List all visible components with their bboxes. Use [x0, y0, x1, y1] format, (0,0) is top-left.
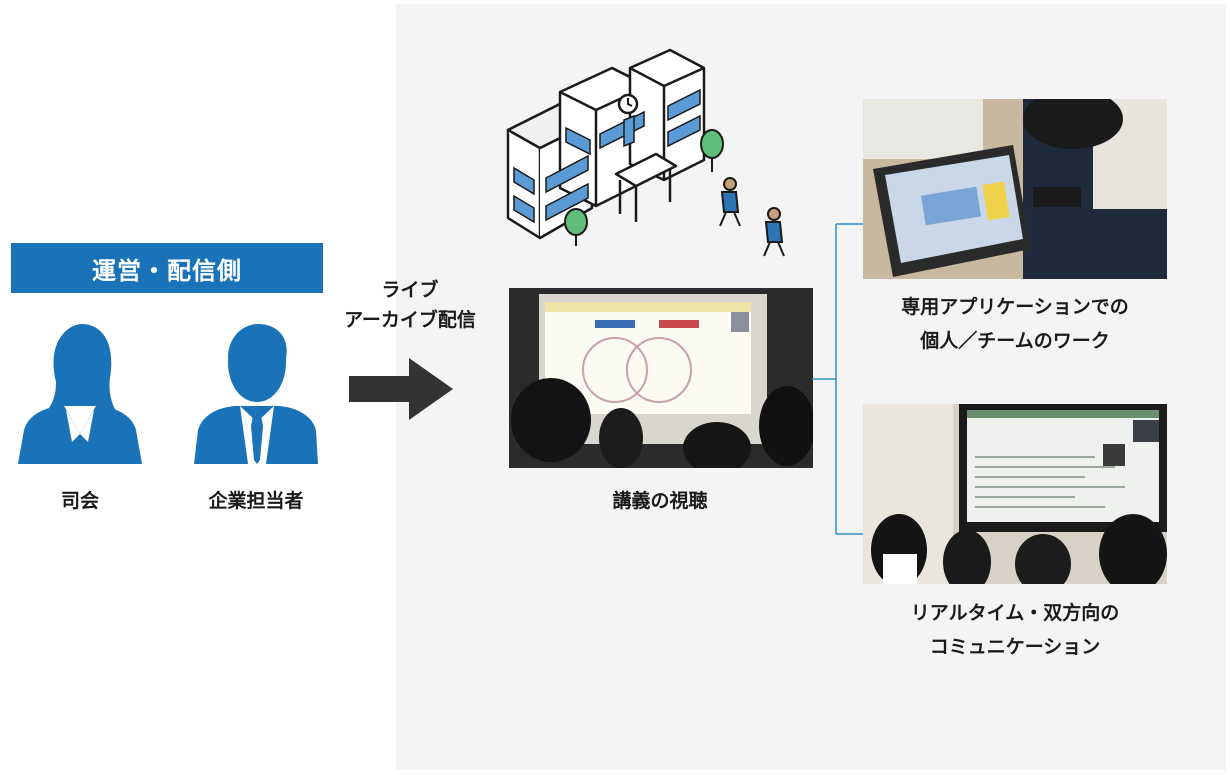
outcome-caption-communication: リアルタイム・双方向の コミュニケーション [863, 596, 1167, 664]
outcome-caption-app-work-line1: 専用アプリケーションでの [901, 296, 1129, 318]
delivery-label-line2: アーカイブ配信 [344, 309, 476, 331]
organizer-header: 運営・配信側 [11, 243, 323, 293]
organizer-header-label: 運営・配信側 [92, 256, 242, 285]
realtime-communication-photo [863, 404, 1167, 584]
school-building-icon [506, 48, 785, 257]
branch-connector [812, 223, 872, 535]
outcome-caption-app-work: 専用アプリケーションでの 個人／チームのワーク [863, 290, 1167, 358]
app-work-photo [863, 99, 1167, 279]
right-arrow-icon [349, 358, 453, 420]
outcome-caption-communication-line2: コミュニケーション [929, 636, 1101, 658]
students-walking-icon [719, 177, 785, 257]
lecture-photo [509, 288, 813, 468]
outcome-caption-communication-line1: リアルタイム・双方向の [910, 602, 1120, 624]
role-label-host: 司会 [60, 490, 99, 512]
role-label-staff: 企業担当者 [208, 490, 304, 512]
male-staff-icon [194, 324, 318, 464]
delivery-label: ライブ アーカイブ配信 [300, 275, 520, 335]
delivery-label-line1: ライブ [381, 279, 439, 301]
lecture-caption: 講義の視聴 [612, 490, 708, 512]
female-host-icon [18, 324, 142, 464]
outcome-caption-app-work-line2: 個人／チームのワーク [920, 330, 1110, 352]
